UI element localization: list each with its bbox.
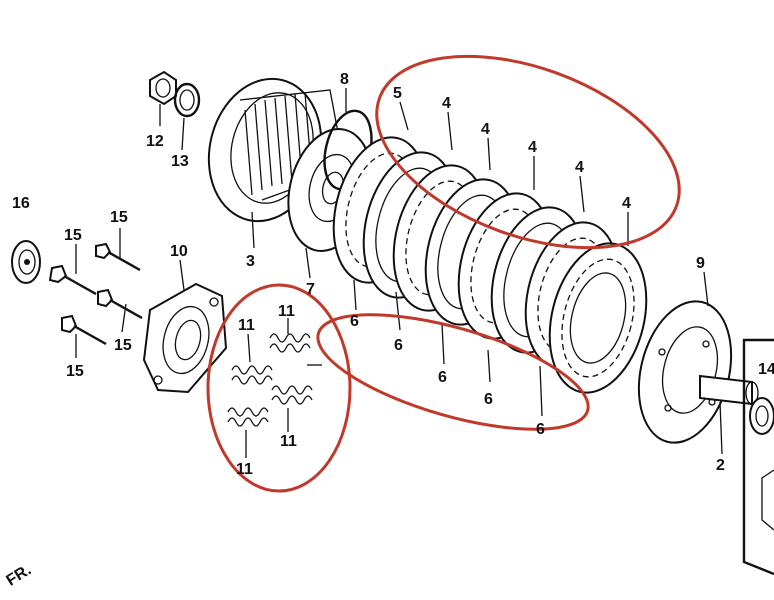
highlight-plates-top [375,54,681,250]
lock-nut [149,70,177,106]
callout-6: 6 [438,369,447,386]
callout-labels: 12 13 8 5 4 4 4 4 4 16 15 15 3 7 10 15 1… [12,71,774,478]
leader-lines [75,88,723,458]
callout-11: 11 [236,461,253,478]
callout-6: 6 [350,313,359,330]
highlight-springs [206,283,352,493]
clutch-spring [227,407,269,427]
lifter-rod [699,374,759,406]
callout-4: 4 [575,159,584,176]
clutch-spring [271,385,313,405]
callout-15: 15 [64,227,82,244]
callout-8: 8 [340,71,349,88]
callout-15: 15 [110,209,128,226]
clutch-plate-stack [332,136,648,394]
inset-panel [742,338,774,576]
callout-11: 11 [238,317,255,334]
callout-13: 13 [171,153,189,170]
release-bearing [11,240,41,284]
bearing [749,397,774,435]
callout-15: 15 [66,363,84,380]
callout-4: 4 [528,139,537,156]
callout-9: 9 [696,255,705,272]
bolt [48,264,97,296]
bolt [95,242,141,272]
callout-14: 14 [758,361,774,378]
callout-4: 4 [442,95,451,112]
callout-7: 7 [306,281,315,298]
callout-2: 2 [716,457,725,474]
lock-washer [173,82,201,118]
callout-16: 16 [12,195,30,212]
callout-6: 6 [536,421,545,438]
callout-10: 10 [170,243,188,260]
bolt [97,288,143,320]
lifter-plate [142,282,228,394]
callout-6: 6 [394,337,403,354]
callout-11: 11 [278,303,295,320]
callout-4: 4 [622,195,631,212]
bolt [61,314,107,346]
highlight-plates-bottom [316,313,590,431]
front-direction-label: FR. [3,562,34,590]
highlight-marks [206,54,681,493]
callout-15: 15 [114,337,132,354]
callout-3: 3 [246,253,255,270]
callout-11: 11 [280,433,297,450]
callout-6: 6 [484,391,493,408]
clutch-spring [269,333,322,366]
callout-4: 4 [481,121,490,138]
callout-5: 5 [393,85,402,102]
clutch-spring [231,365,273,385]
callout-12: 12 [146,133,164,150]
